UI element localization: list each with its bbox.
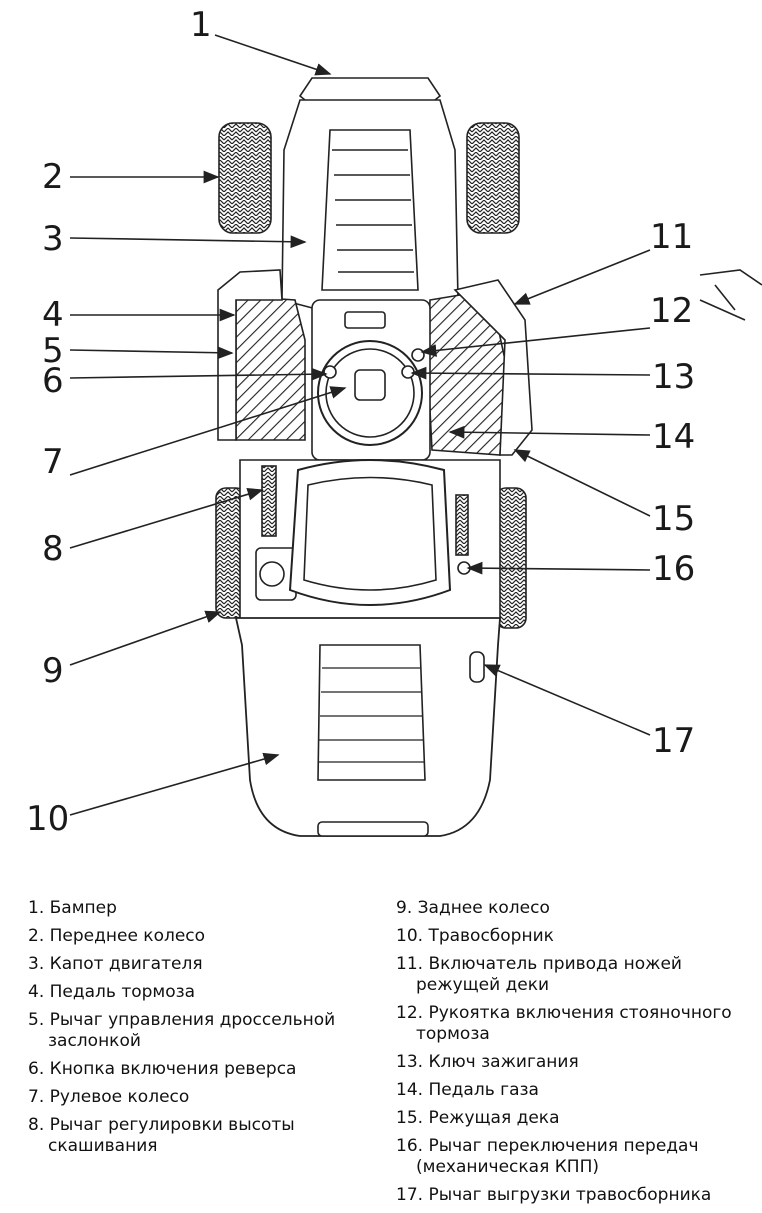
callout-9: 9 (42, 651, 64, 691)
legend-item-12: 12. Рукоятка включения стояночного тормо… (396, 1003, 746, 1045)
legend-item-4: 4. Педаль тормоза (28, 982, 358, 1003)
legend-text: 7. Рулевое колесо (28, 1087, 190, 1107)
callout-7: 7 (42, 442, 64, 482)
mower-diagram: 1 2 3 4 5 6 7 8 9 10 11 12 13 14 15 16 1… (26, 5, 762, 839)
legend-text-cont: скашивания (48, 1136, 158, 1156)
legend-item-5: 5. Рычаг управления дроссельной заслонко… (28, 1010, 358, 1052)
height-lever (261, 465, 277, 537)
legend-text: 3. Капот двигателя (28, 954, 203, 974)
legend-right: 9. Заднее колесо 10. Травосборник 11. Вк… (396, 898, 746, 1213)
legend-text: 17. Рычаг выгрузки травосборника (396, 1185, 712, 1205)
legend-item-14: 14. Педаль газа (396, 1080, 746, 1101)
legend-item-9: 9. Заднее колесо (396, 898, 746, 919)
legend-text: 6. Кнопка включения реверса (28, 1059, 297, 1079)
legend-item-11: 11. Включатель привода ножей режущей дек… (396, 954, 746, 996)
callout-11: 11 (650, 217, 693, 257)
legend-item-10: 10. Травосборник (396, 926, 746, 947)
legend-text: 12. Рукоятка включения стояночного (396, 1003, 732, 1023)
legend-text: 1. Бампер (28, 898, 117, 918)
dump-lever (469, 651, 485, 683)
callout-6: 6 (42, 361, 64, 401)
legend-text: 14. Педаль газа (396, 1080, 539, 1100)
legend-text: 10. Травосборник (396, 926, 554, 946)
callout-14: 14 (652, 417, 695, 457)
callout-1: 1 (190, 5, 212, 45)
legend-text-cont: (механическая КПП) (416, 1157, 599, 1177)
callout-15: 15 (652, 499, 695, 539)
callout-3: 3 (42, 219, 64, 259)
legend-text: 8. Рычаг регулировки высоты (28, 1115, 295, 1135)
legend-text: 2. Переднее колесо (28, 926, 206, 946)
mower-body (215, 77, 762, 837)
callout-2: 2 (42, 157, 64, 197)
legend-text-cont: тормоза (416, 1024, 490, 1044)
callout-17: 17 (652, 721, 695, 761)
legend-text: 9. Заднее колесо (396, 898, 550, 918)
legend-text: 15. Режущая дека (396, 1108, 560, 1128)
callout-12: 12 (650, 291, 693, 331)
front-wheel-left (218, 122, 272, 234)
callout-10: 10 (26, 799, 69, 839)
legend-text: 16. Рычаг переключения передач (396, 1136, 699, 1156)
legend-item-16: 16. Рычаг переключения передач (механиче… (396, 1136, 746, 1178)
callout-numbers: 1 2 3 4 5 6 7 8 9 10 11 12 13 14 15 16 1… (26, 5, 695, 839)
legend-text-cont: заслонкой (48, 1031, 141, 1051)
legend-item-2: 2. Переднее колесо (28, 926, 358, 947)
legend-left: 1. Бампер 2. Переднее колесо 3. Капот дв… (28, 898, 358, 1164)
callout-4: 4 (42, 295, 64, 335)
legend-item-1: 1. Бампер (28, 898, 358, 919)
legend-item-8: 8. Рычаг регулировки высоты скашивания (28, 1115, 358, 1157)
legend-text: 11. Включатель привода ножей (396, 954, 682, 974)
legend-item-3: 3. Капот двигателя (28, 954, 358, 975)
legend-text-cont: режущей деки (416, 975, 550, 995)
legend-item-17: 17. Рычаг выгрузки травосборника (396, 1185, 746, 1206)
front-wheel-right (466, 122, 520, 234)
callout-13: 13 (652, 357, 695, 397)
callout-8: 8 (42, 529, 64, 569)
callout-5: 5 (42, 331, 64, 371)
callout-16: 16 (652, 549, 695, 589)
legend-item-15: 15. Режущая дека (396, 1108, 746, 1129)
legend-item-6: 6. Кнопка включения реверса (28, 1059, 358, 1080)
legend-text: 4. Педаль тормоза (28, 982, 196, 1002)
legend-text: 13. Ключ зажигания (396, 1052, 579, 1072)
legend-text: 5. Рычаг управления дроссельной (28, 1010, 336, 1030)
legend-item-13: 13. Ключ зажигания (396, 1052, 746, 1073)
gear-lever (455, 494, 469, 556)
legend-item-7: 7. Рулевое колесо (28, 1087, 358, 1108)
leader-lines (69, 34, 651, 816)
